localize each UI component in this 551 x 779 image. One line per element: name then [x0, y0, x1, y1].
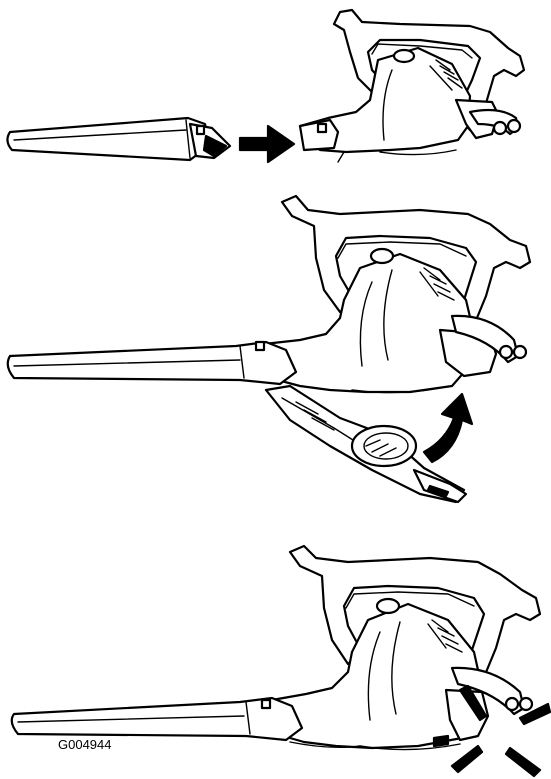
blower-body-step1	[300, 10, 524, 162]
blower-body-step2	[256, 196, 530, 393]
arrow-right-icon	[240, 126, 294, 162]
blow-tube-attached	[8, 342, 296, 384]
arrow-curved-icon	[424, 394, 472, 462]
blow-tube-detached	[7, 118, 230, 160]
blow-tube-locked	[12, 698, 302, 740]
blower-body-step3	[264, 546, 540, 750]
step-2-attach-and-rotate	[8, 196, 530, 502]
figure-code: G004944	[58, 737, 112, 752]
step-1-tube-insertion	[7, 10, 524, 162]
